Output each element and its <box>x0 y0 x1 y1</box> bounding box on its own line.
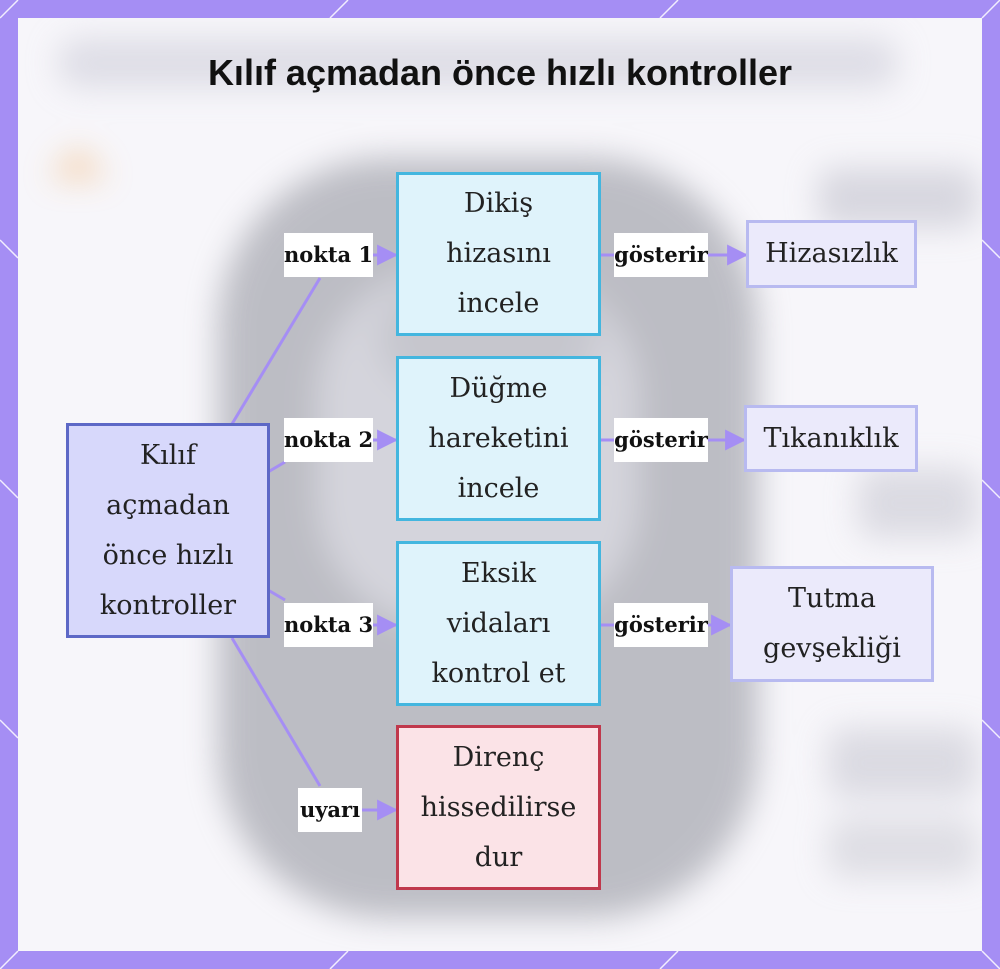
step-node-line: Dikiş <box>446 179 551 229</box>
root-to-step-1-connector <box>232 278 320 424</box>
step-node-3: Eksik vidaları kontrol et <box>396 541 601 706</box>
result-node-line: Tutma <box>763 574 901 624</box>
edge-label-nokta-3: nokta 3 <box>284 603 373 647</box>
edge-label-nokta-2: nokta 2 <box>284 418 373 462</box>
root-node-line: kontroller <box>100 581 236 631</box>
root-to-warning-connector <box>232 638 320 786</box>
root-to-step-3-connector <box>268 590 285 600</box>
step-node-line: hizasını <box>446 229 551 279</box>
result-node-line: gevşekliği <box>763 624 901 674</box>
warning-node-line: Direnç <box>421 733 577 783</box>
warning-node: Direnç hissedilirse dur <box>396 725 601 890</box>
root-node: Kılıf açmadan önce hızlı kontroller <box>66 423 270 638</box>
root-node-line: önce hızlı <box>100 531 236 581</box>
result-node-3: Tutma gevşekliği <box>730 566 934 682</box>
result-node-2: Tıkanıklık <box>744 405 918 472</box>
warning-node-line: hissedilirse <box>421 783 577 833</box>
result-node-line: Hizasızlık <box>765 229 898 279</box>
result-node-1: Hizasızlık <box>746 220 917 288</box>
step-node-1: Dikiş hizasını incele <box>396 172 601 336</box>
step-node-line: hareketini <box>428 414 568 464</box>
step-node-line: incele <box>446 279 551 329</box>
step-node-line: Eksik <box>431 549 565 599</box>
edge-label-nokta-1: nokta 1 <box>284 233 373 277</box>
root-to-step-2-connector <box>268 462 285 472</box>
step-node-2: Düğme hareketini incele <box>396 356 601 521</box>
result-node-line: Tıkanıklık <box>763 414 898 464</box>
warning-node-line: dur <box>421 833 577 883</box>
step-node-line: kontrol et <box>431 649 565 699</box>
step-node-line: vidaları <box>431 599 565 649</box>
edge-label-gosterir-1: gösterir <box>614 233 708 277</box>
root-node-line: Kılıf <box>100 431 236 481</box>
step-node-line: incele <box>428 464 568 514</box>
edge-label-gosterir-3: gösterir <box>614 603 708 647</box>
edge-label-gosterir-2: gösterir <box>614 418 708 462</box>
edge-label-uyari: uyarı <box>298 788 362 832</box>
root-node-line: açmadan <box>100 481 236 531</box>
step-node-line: Düğme <box>428 364 568 414</box>
